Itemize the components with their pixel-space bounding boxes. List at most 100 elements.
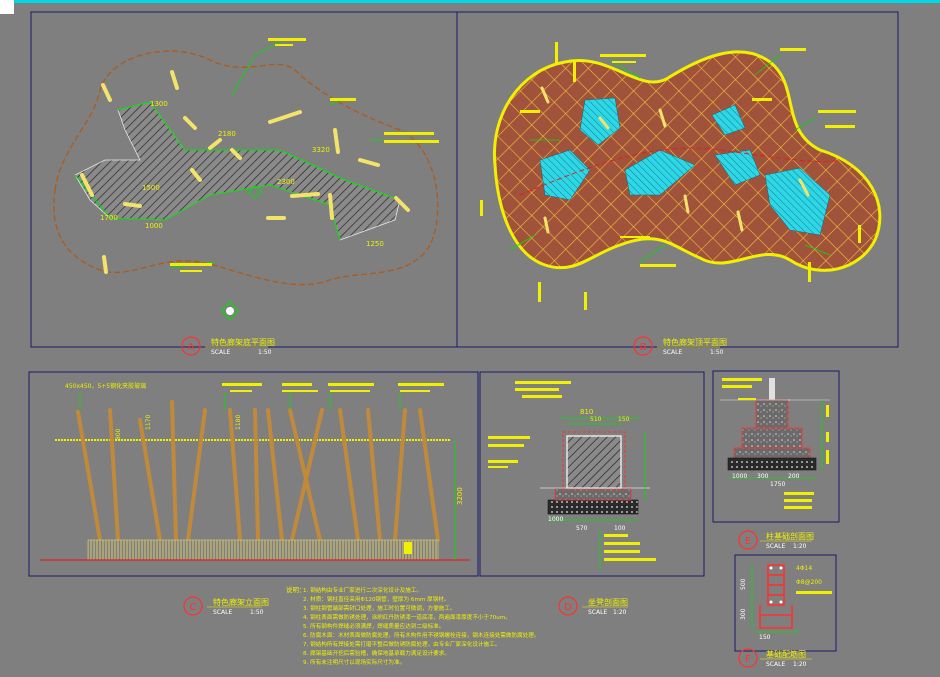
dim-a-1700: 1700 <box>100 214 118 222</box>
note-line-6: 6. 防腐木面：木材表面做防腐处理，所有木构件用不锈钢螺栓连接，钢木连接处需做防… <box>303 631 539 639</box>
title-a-text: 特色廊架底平面图 <box>211 337 275 347</box>
note-line-5: 5. 所有钢构件焊缝必须满焊，焊缝质量应达到二级标准。 <box>303 622 444 630</box>
section-e-column <box>769 378 775 400</box>
dim-f-300: 300 <box>740 608 747 620</box>
note-line-9: 9. 所有未注明尺寸以现场实际尺寸为准。 <box>303 658 405 666</box>
note-line-8: 8. 廊架基础开挖后需验槽，确保地基承载力满足设计要求。 <box>303 649 450 657</box>
title-b-text: 特色廊架顶平面图 <box>663 337 727 347</box>
plan-b-radius-labels <box>480 42 861 310</box>
title-d-ratio: 1:20 <box>613 609 627 616</box>
title-f-letter: F <box>745 654 751 665</box>
plan-a-section-marker <box>221 301 239 321</box>
section-e-pier <box>755 399 789 429</box>
section-e-small-labels <box>722 378 829 509</box>
plan-a-paving-outline <box>53 50 439 286</box>
dim-c-1170: 1170 <box>145 415 152 430</box>
elevation-c-bench <box>87 539 439 561</box>
section-e-footing-lower <box>733 447 811 459</box>
dim-d-150: 150 <box>618 416 630 423</box>
note-line-4: 4. 钢柱表面需做防锈处理，涂刷红丹防锈漆一道底漆，两遍面漆厚度不小于70um。 <box>303 613 511 621</box>
title-b-ratio: 1:50 <box>710 349 724 356</box>
title-c-ratio: 1:50 <box>250 609 264 616</box>
elevation-c-columns <box>76 400 440 542</box>
notes-block: 说明： 1. 钢结构由专业厂家进行二次深化设计及施工。 2. 材质：钢柱直径采用… <box>286 585 539 666</box>
top-accent-bar <box>0 0 940 3</box>
section-e-footing-upper <box>741 427 803 449</box>
title-a-ratio: 1:50 <box>258 349 272 356</box>
title-e-circle <box>738 530 758 550</box>
note-line-3: 3. 钢柱钢管端部需封口处理，施工时位置可微调，方便施工。 <box>303 604 456 612</box>
dim-e-300: 300 <box>757 473 769 480</box>
dim-a-1000: 1000 <box>145 222 163 230</box>
dim-d-810: 810 <box>580 408 593 416</box>
plan-a-bench-hatch <box>74 101 401 241</box>
title-d-scale: SCALE <box>588 609 607 616</box>
dim-d-100: 100 <box>614 525 626 532</box>
section-d-bench-core <box>566 435 622 489</box>
title-a-scale: SCALE <box>211 349 230 356</box>
plan-a-columns <box>80 70 410 274</box>
dim-e-1000: 1000 <box>732 473 747 480</box>
dim-e-1750: 1750 <box>770 481 785 488</box>
section-f-rebar-dots <box>769 566 783 604</box>
section-f-rebar-cage <box>759 564 793 629</box>
dim-a-2180: 2180 <box>218 130 236 138</box>
title-c-text: 特色廊架立面图 <box>213 597 269 607</box>
dim-d-1000: 1000 <box>548 516 563 523</box>
title-b-letter: B <box>640 342 647 353</box>
title-e-letter: E <box>745 536 751 547</box>
title-b-scale: SCALE <box>663 349 682 356</box>
title-e-scale: SCALE <box>766 543 785 550</box>
dim-a-1300: 1300 <box>150 100 168 108</box>
dim-c-800: 800 <box>115 428 122 440</box>
title-d-circle <box>558 596 578 616</box>
dim-e-200: 200 <box>788 473 800 480</box>
title-b-circle <box>633 336 653 356</box>
title-f-circle <box>738 648 758 668</box>
note-line-7: 7. 钢结构所有焊接处需打磨平整后做防锈防腐处理，由专业厂家深化设计施工。 <box>303 640 500 648</box>
plan-b-small-labels <box>600 48 856 267</box>
title-f-ratio: 1:20 <box>793 661 807 668</box>
label-f-4d14: 4Φ14 <box>796 565 812 572</box>
plan-a-dims: 2180 3320 1700 1000 1250 2300 1300 1500 <box>100 100 384 248</box>
plan-b-beam-line <box>519 147 841 196</box>
section-d-gravel <box>547 499 639 515</box>
dim-c-3200: 3200 <box>456 487 464 505</box>
title-a-circle <box>181 336 201 356</box>
plan-a-section-marker-dot <box>226 307 234 315</box>
dim-a-2300: 2300 <box>277 178 295 186</box>
section-d-small-labels <box>488 381 656 561</box>
label-c-glass: 450x450，5+5钢化夹胶玻璃 <box>65 382 146 390</box>
panel-d-frame <box>479 371 705 577</box>
panel-e-frame <box>712 370 840 523</box>
dim-f-500: 500 <box>740 578 747 590</box>
dim-c-1180: 1180 <box>235 415 242 430</box>
title-d-letter: D <box>564 602 572 613</box>
dim-a-3320: 3320 <box>312 146 330 154</box>
title-c-circle <box>183 596 203 616</box>
title-f-text: 基础配筋图 <box>766 649 806 659</box>
plan-a-small-labels <box>170 38 439 272</box>
title-e-text: 柱基础剖面图 <box>766 531 814 541</box>
panel-c-frame <box>28 371 479 577</box>
dim-a-1500: 1500 <box>142 184 160 192</box>
title-d-text: 坐凳剖面图 <box>588 597 628 607</box>
panel-f-frame <box>734 554 837 652</box>
notes-label: 说明： <box>286 585 306 594</box>
label-f-stirrup: Φ8@200 <box>796 579 822 586</box>
elevation-c-leaders <box>79 392 401 410</box>
title-a-letter: A <box>188 342 195 353</box>
plan-b-glass-panels <box>539 97 831 236</box>
section-d-rebar <box>562 431 626 491</box>
note-line-2: 2. 材质：钢柱直径采用Φ120钢管，壁厚为 6mm 厚钢材。 <box>303 595 450 603</box>
plan-a-elevation-marker <box>247 185 263 199</box>
dim-d-510: 510 <box>590 416 602 423</box>
elevation-c-small-labels <box>222 383 444 554</box>
section-e-gravel <box>727 457 817 471</box>
section-f-small-labels <box>796 591 832 594</box>
app-corner-icon[interactable] <box>0 0 14 14</box>
plan-b-columns <box>540 86 810 234</box>
dim-d-570: 570 <box>576 525 588 532</box>
note-line-1: 1. 钢结构由专业厂家进行二次深化设计及施工。 <box>303 586 422 594</box>
